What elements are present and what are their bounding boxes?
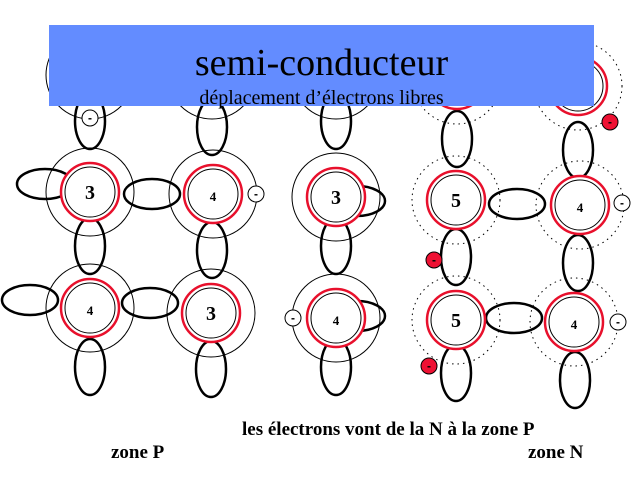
free-electron-red [425,251,443,269]
electron-symbol: - [291,311,295,325]
covalent-bond [73,216,107,276]
atom-valence-label: 4 [577,200,584,215]
title-banner: semi-conducteur déplacement d’électrons … [49,25,594,109]
electron-symbol: - [608,115,612,129]
atom-core [310,171,362,223]
electron-symbol: - [88,111,92,125]
atom-outer-shell [45,263,135,353]
atom-outer-shell [166,268,256,358]
atom-core [64,166,116,218]
electron-symbol: - [616,315,620,329]
atom-core [310,292,362,344]
covalent-bond [122,177,182,211]
atom-valence-label: 3 [206,303,216,325]
covalent-bond [0,283,60,317]
atom-core [64,282,116,334]
atom-valence-label: 3 [85,182,95,204]
atom-core [430,174,482,226]
covalent-bond [120,286,180,320]
atom-valence-label: 4 [333,313,340,328]
covalent-bond [194,339,228,399]
free-electron-red [601,113,619,131]
covalent-bond [440,109,474,169]
atom-outer-shell [411,155,501,245]
free-electron [609,313,627,331]
atom-outer-shell [411,275,501,365]
free-electron [247,185,265,203]
atom-valence-label: 5 [451,310,461,332]
electron-symbol: - [620,196,624,210]
slide-subtitle: déplacement d’électrons libres [199,87,444,109]
covalent-bond [195,220,229,280]
zone-n-label: zone N [528,442,584,463]
atom-valence-label: 4 [87,303,94,318]
atom-outer-shell [291,152,381,242]
electron-symbol: - [427,359,431,373]
atom-core [187,168,239,220]
covalent-bond [558,350,592,410]
atom-valence-label: 4 [210,189,217,204]
atom-core [185,287,237,339]
covalent-bond [73,337,107,397]
zone-p-label: zone P [111,442,165,463]
free-electron-red [420,357,438,375]
free-electron [81,109,99,127]
covalent-bond [439,227,473,287]
free-electron [613,194,631,212]
atom-valence-label: 4 [571,317,578,332]
atom-core [548,296,600,348]
covalent-bond [487,187,547,221]
free-electron [284,309,302,327]
atom-valence-label: 3 [331,187,341,209]
slide-title: semi-conducteur [194,42,449,84]
covalent-bond [561,233,595,293]
covalent-bond [484,301,544,335]
atom-core [430,294,482,346]
covalent-bond [439,343,473,403]
atom-core [554,179,606,231]
flow-caption: les électrons vont de la N à la zone P [242,419,535,440]
electron-symbol: - [254,187,258,201]
atom-valence-label: 5 [451,190,461,212]
electron-symbol: - [432,253,436,267]
covalent-bond [561,120,595,180]
